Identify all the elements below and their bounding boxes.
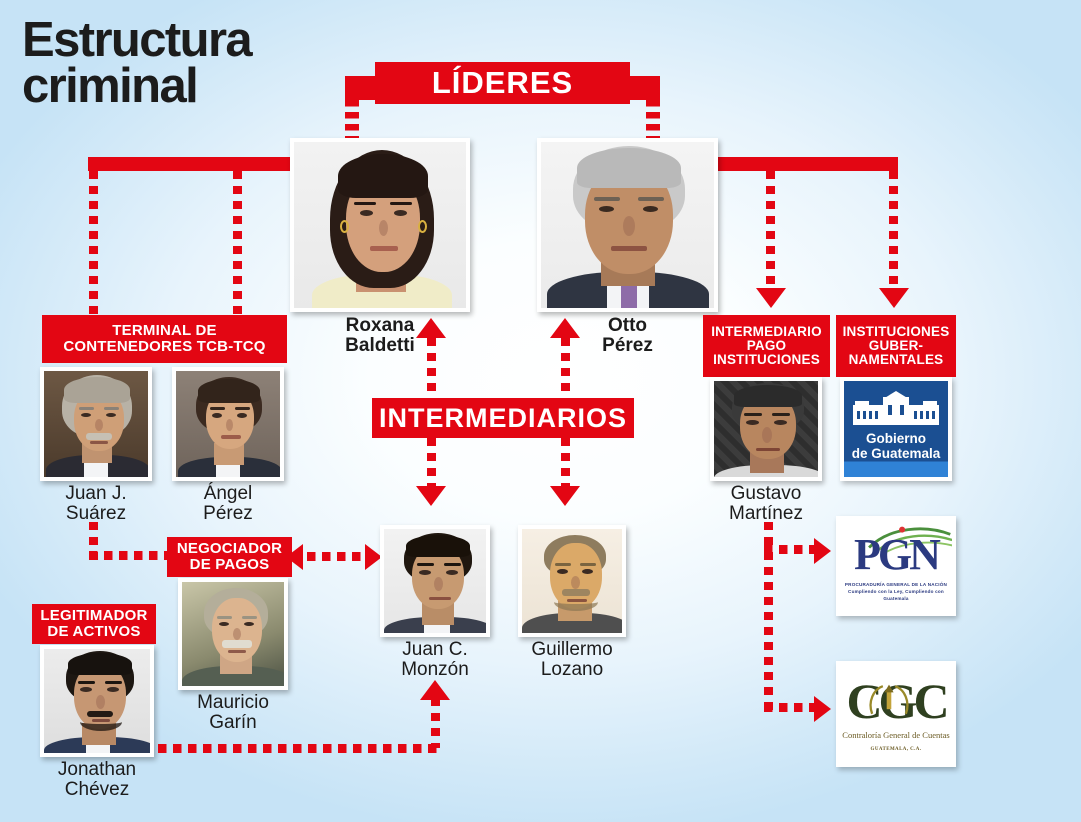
label-terminal-contenedores: TERMINAL DE CONTENEDORES TCB-TCQ (42, 315, 287, 363)
photo-otto-perez (537, 138, 718, 312)
connector-right-drop-b (889, 171, 898, 288)
portrait-roxana-baldetti-art (294, 142, 466, 308)
connector-up-baldetti (427, 338, 436, 400)
photo-jonathan-chevez (40, 645, 154, 757)
lideres-banner-nub-left (345, 76, 377, 100)
photo-juan-c-monzon (380, 525, 490, 637)
portrait-juan-c-monzon-art (384, 529, 486, 633)
arrow-bottom-to-monzon (420, 680, 450, 700)
caption-angel-perez: Ángel Pérez (203, 483, 253, 524)
connector-martinez-to-cgc (764, 703, 818, 712)
cgc-subtitle: Contraloría General de Cuentas (842, 729, 950, 740)
banner-lideres: LÍDERES (375, 62, 630, 104)
photo-angel-perez (172, 367, 284, 481)
caption-guillermo-lozano: Guillermo Lozano (531, 639, 613, 680)
portrait-juan-j-suarez-art (44, 371, 148, 477)
caption-gustavo-martinez: Gustavo Martínez (729, 483, 803, 524)
portrait-jonathan-chevez-art (44, 649, 150, 753)
portrait-angel-perez-art (176, 371, 280, 477)
pgn-subtitle: PROCURADURÍA GENERAL DE LA NACIÓN Cumpli… (844, 582, 948, 601)
connector-left-topbar (88, 157, 291, 171)
connector-chevez-bottom-line (158, 744, 440, 753)
caption-jonathan-chevez: Jonathan Chévez (57, 759, 137, 800)
connector-down-monzon (427, 438, 436, 488)
connector-up-perez (561, 338, 570, 400)
connector-left-drop-b (233, 171, 242, 319)
connector-left-drop-a (89, 171, 98, 319)
connector-martinez-down (764, 522, 773, 712)
cgc-country: GUATEMALA, C.A. (870, 747, 922, 753)
connector-martinez-to-pgn (764, 545, 818, 554)
connector-down-lozano (561, 438, 570, 488)
label-intermediario-pago: INTERMEDIARIO PAGO INSTITUCIONES (703, 315, 830, 377)
caption-juan-c-monzon: Juan C. Monzón (401, 639, 469, 680)
connector-bottom-to-monzon-up (431, 698, 440, 748)
gobierno-logo-text: Gobierno de Guatemala (851, 431, 941, 462)
caption-juan-j-suarez: Juan J. Suárez (65, 483, 127, 524)
logo-pgn: PGN PROCURADURÍA GENERAL DE LA NACIÓN Cu… (836, 516, 956, 616)
lideres-banner-nub-right (628, 76, 660, 100)
portrait-otto-perez-art (541, 142, 714, 308)
connector-suarez-to-negociador (89, 551, 169, 560)
arrow-to-pgn (814, 538, 831, 564)
arrow-negociador-right (365, 544, 382, 570)
label-legitimador-activos: LEGITIMADOR DE ACTIVOS (32, 604, 156, 644)
arrow-to-cgc (814, 696, 831, 722)
logo-cgc: CGC Contraloría General de Cuentas GUATE… (836, 661, 956, 767)
connector-right-drop-a (766, 171, 775, 288)
connector-negociador-to-monzon (307, 552, 365, 561)
label-instituciones-gubernamentales: INSTITUCIONES GUBER- NAMENTALES (836, 315, 956, 377)
banner-intermediarios: INTERMEDIARIOS (372, 398, 634, 438)
connector-right-topbar (718, 157, 898, 171)
arrow-up-to-perez (550, 318, 580, 338)
cgc-acronym: CGC (846, 672, 949, 729)
connector-lideres-left-drop (345, 100, 359, 140)
arrow-down-to-lozano (550, 486, 580, 506)
photo-juan-j-suarez (40, 367, 152, 481)
caption-otto-perez: Otto Pérez (602, 315, 653, 356)
arrow-down-to-monzon (416, 486, 446, 506)
caption-mauricio-garin: Mauricio Garín (197, 692, 269, 733)
arrow-negociador-left (286, 544, 303, 570)
label-negociador-pagos: NEGOCIADOR DE PAGOS (167, 537, 292, 577)
photo-guillermo-lozano (518, 525, 626, 637)
caption-roxana-baldetti: Roxana Baldetti (345, 315, 415, 356)
page-title: Estructura criminal (22, 13, 253, 113)
connector-lideres-right-drop (646, 100, 660, 140)
photo-gustavo-martinez (710, 377, 822, 481)
portrait-gustavo-martinez-art (714, 381, 818, 477)
photo-roxana-baldetti (290, 138, 470, 312)
connector-suarez-down (89, 522, 98, 560)
photo-mauricio-garin (178, 578, 288, 690)
portrait-guillermo-lozano-art (522, 529, 622, 633)
logo-gobierno-de-guatemala: Gobierno de Guatemala (840, 377, 952, 481)
pgn-acronym: PGN (854, 530, 941, 580)
arrow-up-to-baldetti (416, 318, 446, 338)
arrow-to-instituciones-gub (879, 288, 909, 308)
portrait-mauricio-garin-art (182, 582, 284, 686)
palace-icon (853, 391, 939, 425)
arrow-to-intermediario-pago (756, 288, 786, 308)
